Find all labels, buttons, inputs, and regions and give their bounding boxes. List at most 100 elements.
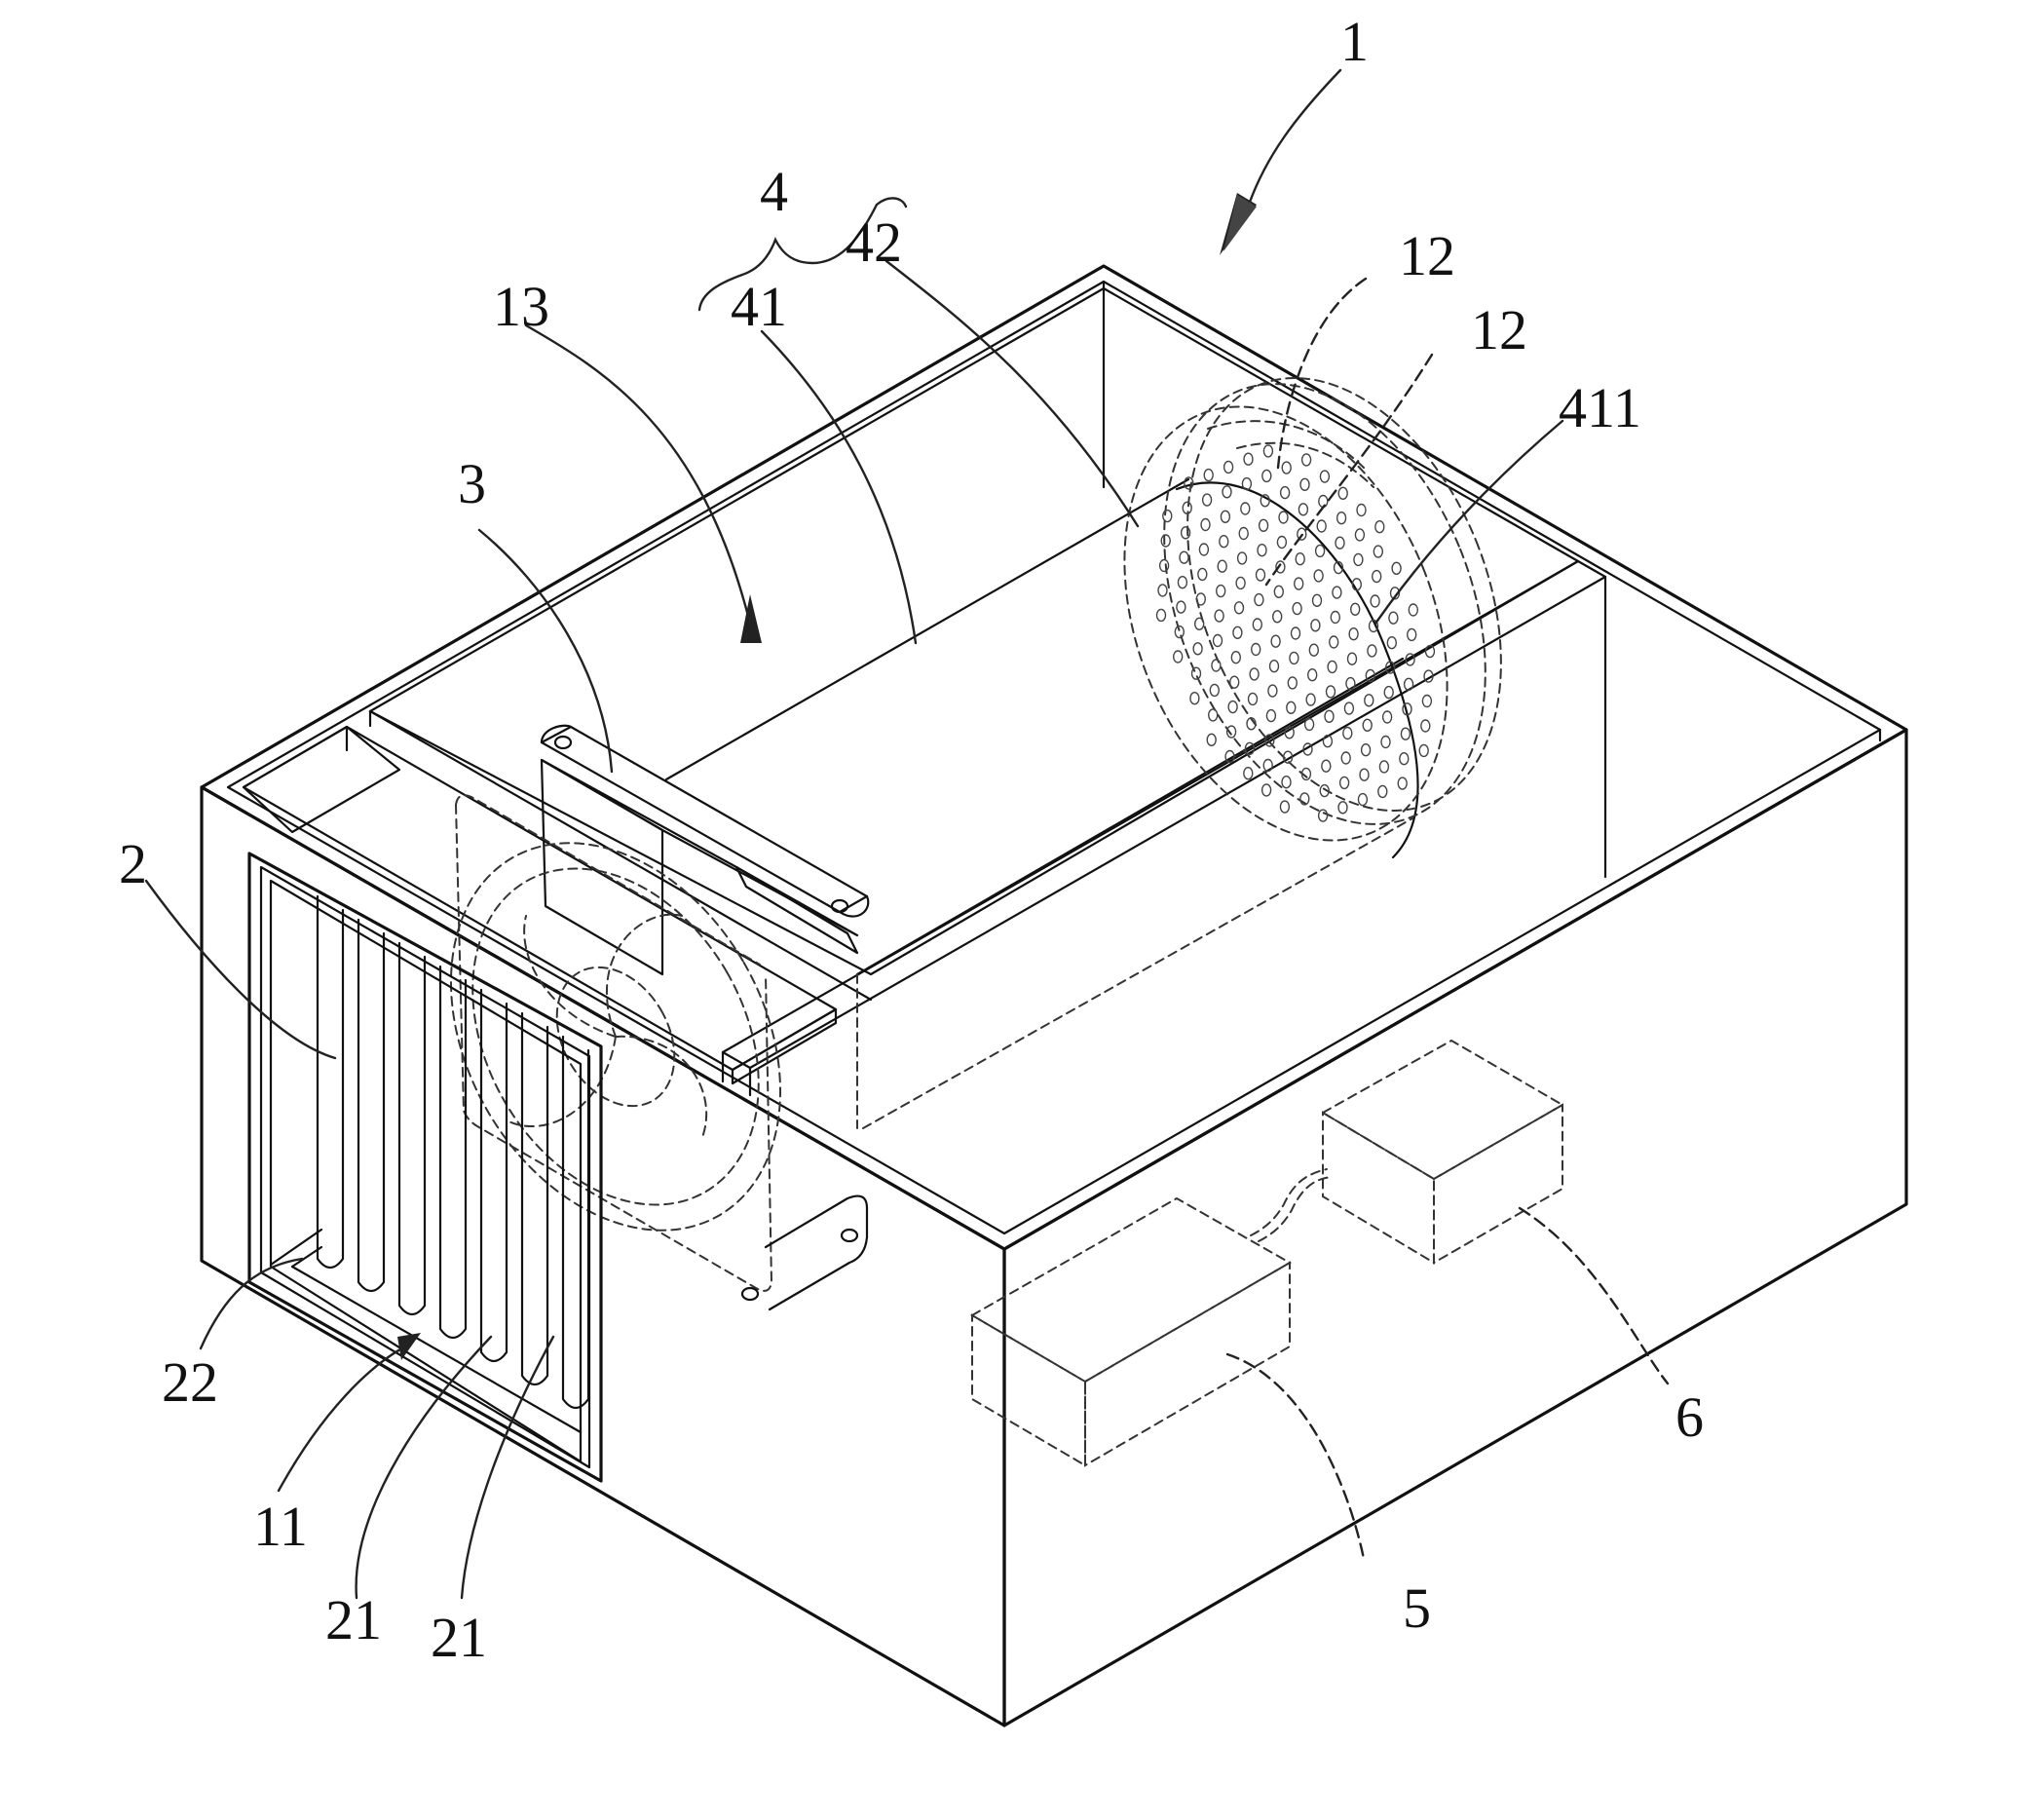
perforation [1262, 784, 1271, 796]
perforation [1161, 535, 1170, 547]
perforation [1381, 737, 1390, 748]
perforation [1209, 709, 1218, 721]
perforation [1333, 587, 1341, 598]
perforation [1355, 529, 1364, 541]
label-6: 6 [1675, 1385, 1704, 1449]
label-3: 3 [458, 452, 486, 515]
perforation [1421, 720, 1430, 732]
perforation [1363, 719, 1372, 731]
perforation [1228, 701, 1237, 713]
perforation [1180, 551, 1188, 563]
perforation [1274, 586, 1283, 597]
filter-plate-42 [1064, 331, 1561, 889]
perforation [1351, 603, 1360, 615]
perforation [1375, 521, 1384, 533]
filter-perforations [1157, 445, 1435, 821]
perforation [1302, 454, 1311, 466]
cable [1251, 1169, 1327, 1235]
label-12b: 12 [1471, 298, 1527, 361]
perforation [1331, 612, 1339, 624]
perforation [1322, 760, 1331, 772]
perforation [1242, 478, 1251, 490]
perforation [1218, 560, 1226, 572]
internal-partition [723, 561, 1605, 1095]
perforation [1360, 769, 1369, 780]
perforation [1190, 693, 1199, 704]
perforation [1255, 594, 1263, 606]
perforation [1252, 644, 1261, 656]
perforation [1296, 553, 1304, 565]
perforation [1175, 626, 1184, 638]
housing-side-face [1004, 730, 1906, 1725]
perforation [1258, 545, 1266, 556]
perforation [1419, 744, 1428, 756]
perforation [1317, 520, 1326, 532]
perforation [1306, 694, 1315, 705]
perforation [1349, 628, 1358, 640]
perforation [1320, 471, 1329, 482]
perforation [1207, 734, 1216, 745]
perforation [1244, 768, 1253, 779]
perforation [1281, 487, 1290, 499]
perforation [1196, 593, 1205, 605]
hx-tube [522, 1013, 547, 1384]
perforation [1177, 601, 1185, 613]
perforation [1354, 553, 1363, 565]
fan-bracket [542, 727, 867, 912]
perforation [1236, 577, 1245, 588]
fan-3 [384, 726, 868, 1309]
perforation [1192, 667, 1201, 679]
perforation [1337, 512, 1346, 524]
perforation [1244, 453, 1253, 465]
perforation [1249, 693, 1258, 704]
perforation [1268, 685, 1277, 697]
perforation [1221, 511, 1229, 522]
perforation [1344, 702, 1353, 714]
perforation [1358, 794, 1367, 806]
rear-compartment-walls [370, 288, 1578, 974]
perforation [1362, 744, 1371, 756]
perforation [1371, 595, 1379, 607]
perforation [1198, 568, 1207, 580]
perforation [1204, 470, 1213, 481]
perforation [1392, 562, 1401, 574]
perforation [1266, 710, 1275, 722]
perforation [1210, 684, 1219, 696]
label-1: 1 [1340, 10, 1369, 73]
perforation [1214, 635, 1223, 647]
perforation [1203, 494, 1212, 506]
perforation [1295, 578, 1303, 589]
hx-tube [563, 1037, 588, 1408]
hx-tube [399, 943, 425, 1314]
label-13: 13 [493, 275, 549, 338]
perforation [1282, 462, 1291, 474]
perforation [1330, 636, 1338, 648]
perforation [1262, 470, 1271, 481]
perforation [1158, 585, 1167, 596]
label-5: 5 [1403, 1576, 1431, 1640]
housing-front-face [202, 787, 1004, 1725]
perforation [1290, 652, 1298, 664]
label-4: 4 [760, 160, 788, 223]
perforation [1235, 602, 1244, 614]
perforation [1373, 571, 1381, 583]
perforation [1408, 628, 1416, 640]
perforation [1338, 487, 1347, 499]
label-12a: 12 [1399, 224, 1455, 287]
heat-exchanger-2 [249, 853, 601, 1481]
perforation [1328, 661, 1336, 672]
perforation [1365, 695, 1373, 706]
perforation [1257, 569, 1265, 581]
label-41: 41 [731, 275, 787, 338]
perforation [1178, 577, 1186, 588]
perforation [1160, 560, 1169, 572]
perforation [1401, 728, 1410, 739]
perforation [1174, 651, 1183, 663]
perforation [1309, 644, 1318, 656]
perforation [1231, 652, 1240, 664]
perforation [1157, 609, 1166, 621]
perforation [1277, 537, 1286, 549]
perforation [1293, 603, 1301, 615]
label-11: 11 [253, 1495, 308, 1558]
